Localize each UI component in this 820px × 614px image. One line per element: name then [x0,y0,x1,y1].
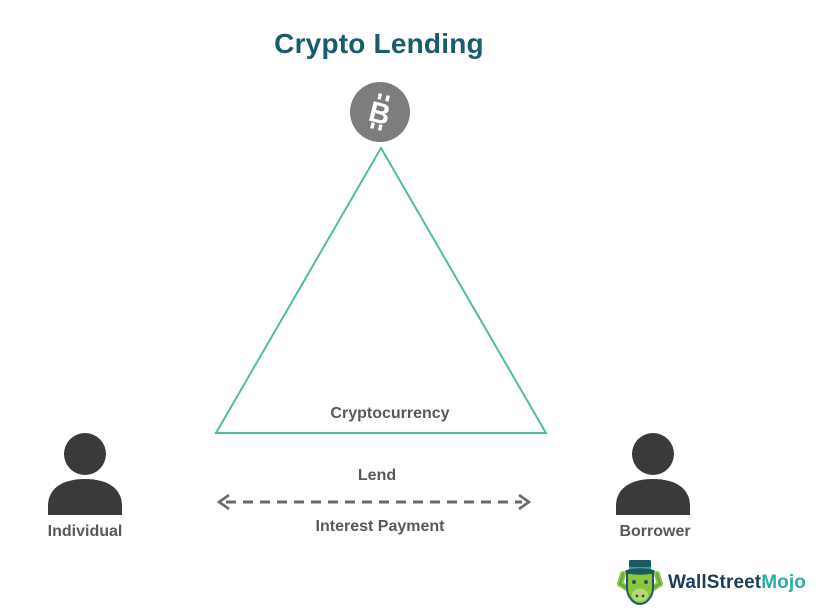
individual-person-icon [48,433,122,515]
interest-payment-label: Interest Payment [315,518,445,535]
bitcoin-icon: B [350,82,410,142]
arrowhead-left-icon [216,493,230,511]
arrowhead-right-icon [518,493,532,511]
bitcoin-b-glyph: B [365,93,394,132]
individual-label: Individual [47,523,123,540]
logo-text-wallstreet: WallStreet [668,572,762,593]
triangle-outline [214,146,548,434]
wallstreetmojo-mascot-icon [617,560,663,606]
page-title: Crypto Lending [274,28,484,59]
logo-text-mojo: Mojo [761,572,806,593]
borrower-person-icon [616,433,690,515]
borrower-label: Borrower [619,523,691,540]
wallstreetmojo-wordmark: WallStreetMojo [668,572,806,594]
wallstreetmojo-logo: WallStreetMojo [616,558,806,608]
lend-label: Lend [357,467,397,484]
cryptocurrency-label: Cryptocurrency [330,405,450,422]
